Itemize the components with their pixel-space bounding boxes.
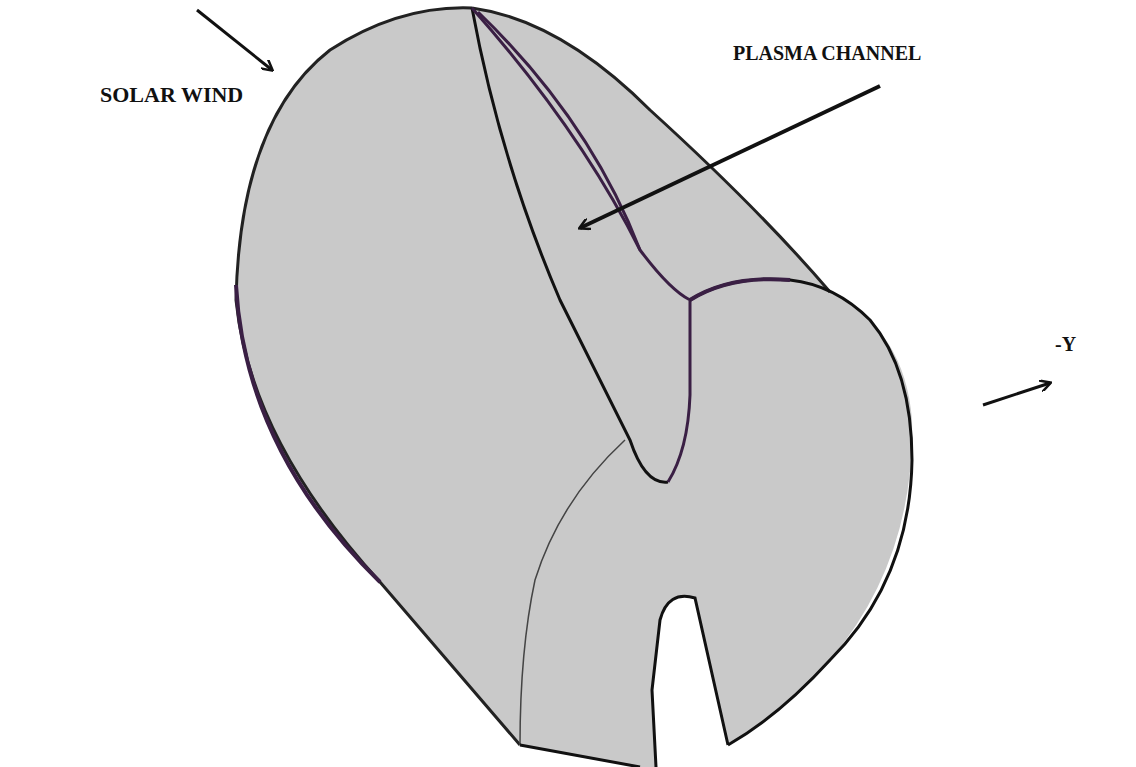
- lower-notch: [652, 596, 728, 767]
- channel-edge: [478, 12, 640, 250]
- front-face: [690, 279, 912, 745]
- back-outline: [236, 8, 520, 745]
- back-edge: [236, 285, 380, 582]
- channel-left: [472, 8, 668, 482]
- channel-pointer: [580, 86, 880, 228]
- axis-arrow: [983, 383, 1050, 405]
- front-top: [690, 279, 790, 300]
- seam-line: [520, 440, 625, 745]
- axis-label: -Y: [1055, 333, 1076, 356]
- channel-right: [472, 8, 690, 482]
- body-fill: [236, 8, 912, 767]
- plasma-channel-label: PLASMA CHANNEL: [733, 42, 921, 65]
- solar-wind-label: SOLAR WIND: [100, 82, 243, 108]
- bottom-edge: [520, 745, 640, 767]
- solar-wind-arrow: [197, 10, 272, 70]
